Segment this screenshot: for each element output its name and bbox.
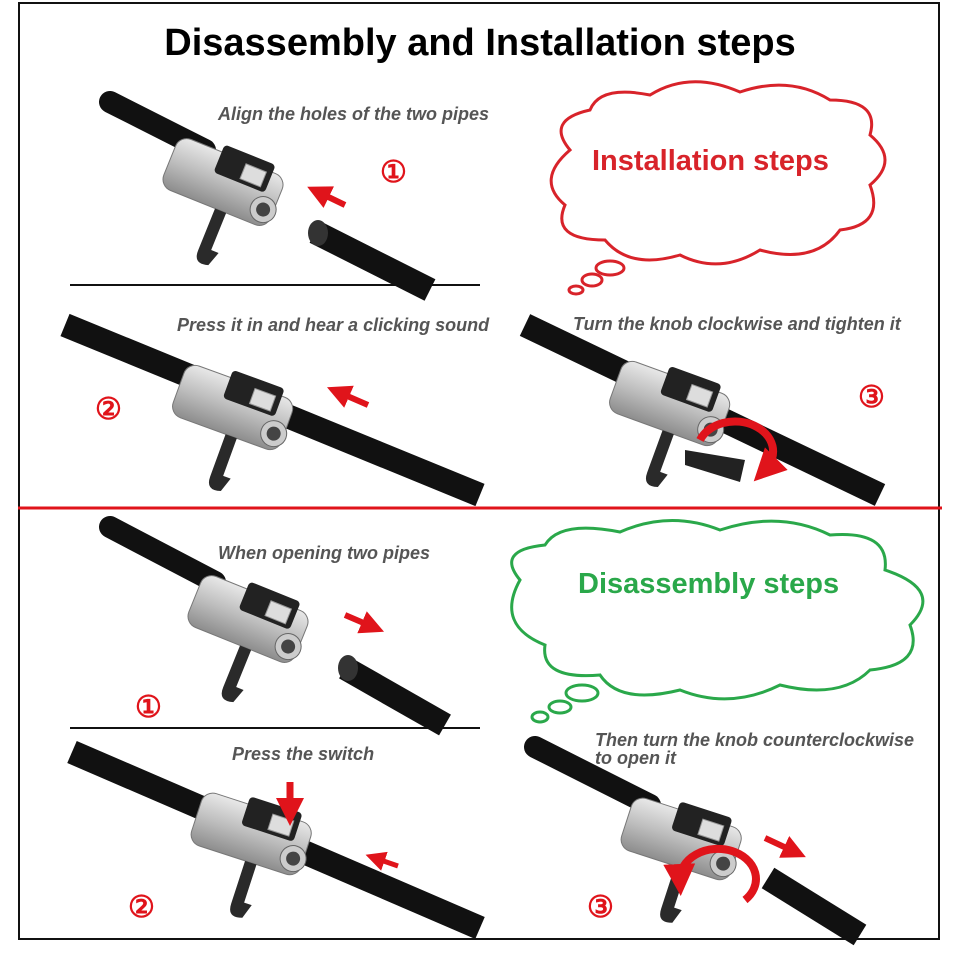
install-step2-caption: Press it in and hear a clicking sound xyxy=(177,315,490,335)
install-step3-number: ③ xyxy=(858,381,885,414)
rotate-clockwise-icon xyxy=(696,417,788,482)
install-step3-caption: Turn the knob clockwise and tighten it xyxy=(573,314,901,334)
disassemble-step3-illustration xyxy=(524,736,867,946)
red-arrow-icon xyxy=(307,186,347,209)
page-title: Disassembly and Installation steps xyxy=(164,22,796,64)
disassemble-step3-caption-line2: to open it xyxy=(595,748,676,768)
red-arrow-icon xyxy=(326,385,370,408)
install-step1-illustration xyxy=(99,91,436,301)
install-step3-illustration xyxy=(519,314,886,506)
disassemble-step2-number: ② xyxy=(128,891,155,924)
disassemble-step3-caption: Then turn the knob counterclockwise xyxy=(595,730,915,750)
installation-heading: Installation steps xyxy=(592,145,829,177)
install-step2-illustration xyxy=(60,313,485,508)
disassembly-heading: Disassembly steps xyxy=(578,568,840,600)
red-arrow-icon xyxy=(763,835,806,858)
disassembly-cloud xyxy=(510,518,925,724)
installation-cloud xyxy=(549,80,887,296)
install-step1-caption: Align the holes of the two pipes xyxy=(218,104,490,124)
red-arrow-icon xyxy=(343,611,385,634)
disassemble-step1-caption: When opening two pipes xyxy=(218,543,430,563)
disassemble-step2-illustration xyxy=(67,740,485,940)
rotate-counterclockwise-icon xyxy=(663,844,760,904)
disassemble-step2-caption: Press the switch xyxy=(232,744,375,764)
install-step2-number: ② xyxy=(95,393,122,426)
disassemble-step3-number: ③ xyxy=(587,891,614,924)
disassemble-step1-number: ① xyxy=(135,691,162,724)
frame-border xyxy=(18,2,940,940)
disassemble-step1-illustration xyxy=(99,516,451,736)
install-step1-number: ① xyxy=(380,156,407,189)
